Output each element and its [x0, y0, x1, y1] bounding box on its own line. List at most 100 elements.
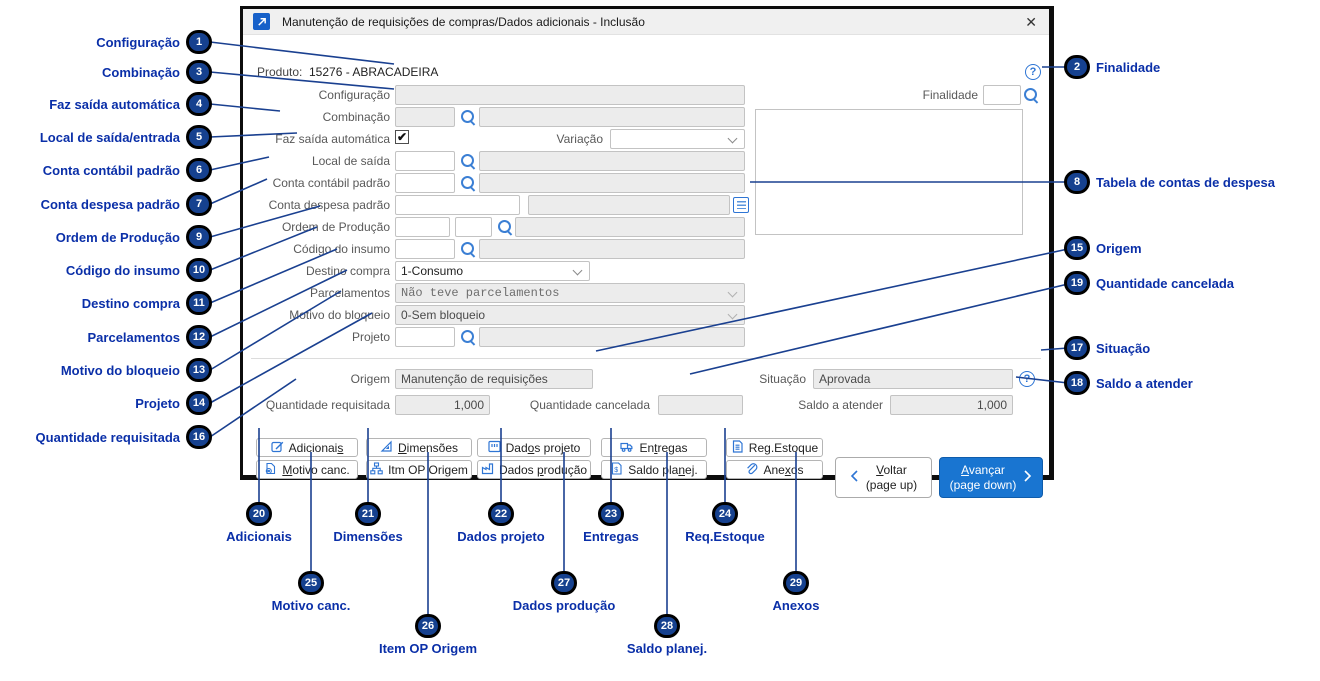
ordem-producao-code2-field[interactable] — [455, 217, 492, 237]
codigo-insumo-search-icon[interactable] — [460, 241, 476, 257]
faz-saida-label: Faz saída automática — [275, 132, 390, 146]
callout-bubble: 15 — [1064, 236, 1090, 260]
parcelamentos-select[interactable]: Não teve parcelamentos — [395, 283, 745, 303]
itm-op-origem-button[interactable]: Itm OP Origem — [366, 460, 472, 479]
saldo-planej-button[interactable]: $ Saldo planej. — [601, 460, 707, 479]
callout-bubble: 16 — [186, 425, 212, 449]
callout-bubble: 19 — [1064, 271, 1090, 295]
callout-bubble: 14 — [186, 391, 212, 415]
voltar-button[interactable]: Voltar(page up) — [835, 457, 932, 498]
origem-field[interactable]: Manutenção de requisições — [395, 369, 593, 389]
qtd-requisitada-label: Quantidade requisitada — [265, 398, 390, 412]
local-saida-search-icon[interactable] — [460, 153, 476, 169]
pencil-square-icon — [271, 440, 284, 456]
ordem-producao-desc-field[interactable] — [515, 217, 745, 237]
ordem-producao-search-icon[interactable] — [497, 219, 513, 235]
adicionais-button[interactable]: Adicionais — [256, 438, 358, 457]
conta-contabil-search-icon[interactable] — [460, 175, 476, 191]
motivo-canc-button[interactable]: Motivo canc. — [256, 460, 358, 479]
qtd-cancelada-field[interactable] — [658, 395, 743, 415]
columns-window-icon — [488, 440, 501, 456]
anexos-button[interactable]: Anexos — [726, 460, 823, 479]
ordem-producao-code1-field[interactable] — [395, 217, 450, 237]
finalidade-search-icon[interactable] — [1023, 87, 1039, 103]
dados-projeto-button[interactable]: Dados projeto — [477, 438, 591, 457]
callout-bubble: 28 — [654, 614, 680, 638]
callout-bubble: 7 — [186, 192, 212, 216]
callout-bubble: 9 — [186, 225, 212, 249]
projeto-code-field[interactable] — [395, 327, 455, 347]
situacao-label: Situação — [759, 372, 806, 386]
motivo-bloqueio-label: Motivo do bloqueio — [289, 308, 390, 322]
projeto-label: Projeto — [351, 330, 390, 344]
conta-despesa-code-field[interactable] — [395, 195, 520, 215]
document-lines-icon — [731, 439, 744, 456]
callout-bubble: 17 — [1064, 336, 1090, 360]
callout-bubble: 20 — [246, 502, 272, 526]
conta-despesa-label: Conta despesa padrão — [268, 198, 390, 212]
codigo-insumo-desc-field[interactable] — [479, 239, 745, 259]
help-icon[interactable]: ? — [1025, 64, 1041, 80]
motivo-bloqueio-select[interactable]: 0-Sem bloqueio — [395, 305, 745, 325]
callout-bubble: 2 — [1064, 55, 1090, 79]
conta-contabil-desc-field[interactable] — [479, 173, 745, 193]
callout-bubble: 26 — [415, 614, 441, 638]
reg-estoque-button[interactable]: Reg.Estoque — [726, 438, 823, 457]
variacao-label: Variação — [556, 132, 603, 146]
saldo-atender-field[interactable]: 1,000 — [890, 395, 1013, 415]
variacao-select[interactable] — [610, 129, 745, 149]
conta-contabil-code-field[interactable] — [395, 173, 455, 193]
destino-compra-select[interactable]: 1-Consumo — [395, 261, 590, 281]
dados-producao-button[interactable]: Dados produção — [477, 460, 591, 479]
avancar-button[interactable]: Avançar(page down) — [939, 457, 1043, 498]
local-saida-desc-field[interactable] — [479, 151, 745, 171]
callout-bubble: 1 — [186, 30, 212, 54]
close-icon[interactable]: ✕ — [1025, 13, 1037, 30]
callout-bubble: 10 — [186, 258, 212, 282]
dialog-body: Produto: 15276 - ABRACADEIRA ? Configura… — [243, 36, 1049, 498]
entregas-button[interactable]: Entregas — [601, 438, 707, 457]
callout-bubble: 11 — [186, 291, 212, 315]
finalidade-field[interactable] — [983, 85, 1021, 105]
conta-contabil-label: Conta contábil padrão — [272, 176, 390, 190]
combinacao-code-field[interactable] — [395, 107, 455, 127]
svg-text:$: $ — [614, 467, 618, 474]
destino-compra-label: Destino compra — [305, 264, 390, 278]
combinacao-desc-field[interactable] — [479, 107, 745, 127]
situacao-field[interactable]: Aprovada — [813, 369, 1013, 389]
situacao-help-icon[interactable]: ? — [1019, 371, 1035, 387]
origem-label: Origem — [350, 372, 390, 386]
faz-saida-checkbox[interactable]: ✔ — [395, 130, 409, 144]
observation-textarea[interactable] — [755, 109, 1023, 235]
callout-bubble: 27 — [551, 571, 577, 595]
callout-bubble: 4 — [186, 92, 212, 116]
set-square-icon — [380, 440, 393, 456]
conta-despesa-desc-field[interactable] — [528, 195, 730, 215]
ordem-producao-label: Ordem de Produção — [281, 220, 390, 234]
callout-bubble: 29 — [783, 571, 809, 595]
callout-bubble: 13 — [186, 358, 212, 382]
codigo-insumo-code-field[interactable] — [395, 239, 455, 259]
combinacao-search-icon[interactable] — [460, 109, 476, 125]
local-saida-code-field[interactable] — [395, 151, 455, 171]
projeto-search-icon[interactable] — [460, 329, 476, 345]
conta-despesa-table-icon[interactable] — [733, 197, 749, 213]
dimensoes-button[interactable]: Dimensões — [366, 438, 472, 457]
projeto-desc-field[interactable] — [479, 327, 745, 347]
configuracao-field[interactable] — [395, 85, 745, 105]
qtd-requisitada-field[interactable]: 1,000 — [395, 395, 490, 415]
